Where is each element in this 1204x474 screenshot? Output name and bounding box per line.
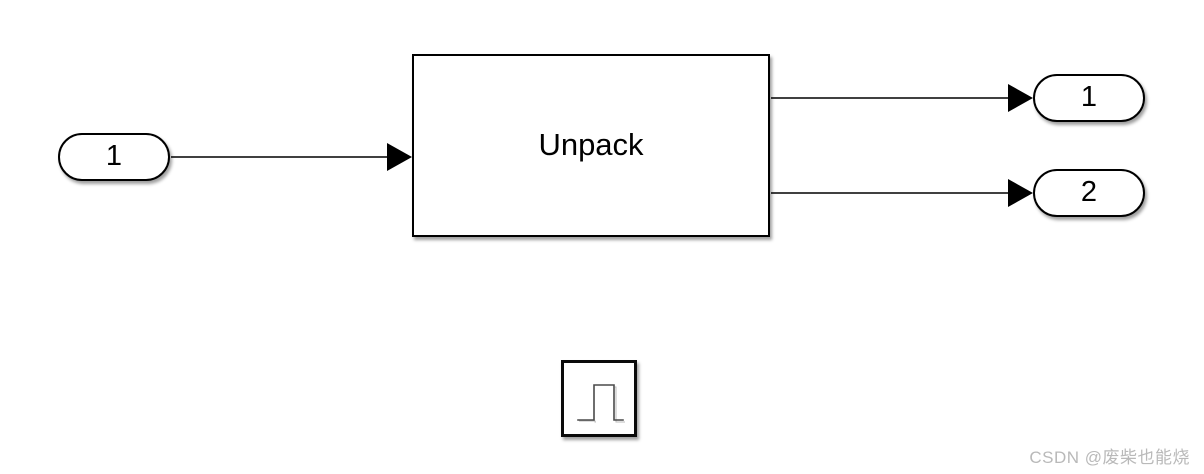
arrowhead-icon <box>387 143 412 171</box>
inport-block[interactable]: 1 <box>58 133 170 181</box>
watermark-text: CSDN @废柴也能烧 <box>1029 448 1190 467</box>
arrowhead-icon <box>1008 84 1033 112</box>
pulse-generator-block[interactable] <box>561 360 637 437</box>
arrowhead-icon <box>1008 179 1033 207</box>
outport2-label: 2 <box>1080 175 1098 208</box>
pulse-wave-icon <box>577 384 625 423</box>
outport2-block[interactable]: 2 <box>1033 169 1145 217</box>
outport1-label: 1 <box>1080 80 1098 113</box>
signal-line-unpack-to-outport1[interactable] <box>771 84 1033 112</box>
signal-line-inport-to-unpack[interactable] <box>171 143 412 171</box>
signal-line-unpack-to-outport2[interactable] <box>771 179 1033 207</box>
outport1-block[interactable]: 1 <box>1033 74 1145 122</box>
inport-label: 1 <box>105 139 123 172</box>
unpack-block[interactable]: Unpack <box>412 54 770 237</box>
unpack-label: Unpack <box>538 127 644 162</box>
